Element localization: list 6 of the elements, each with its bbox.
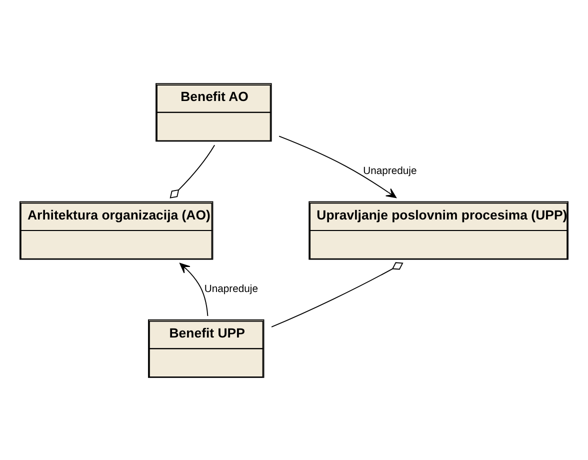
edge-label: Unapreduje xyxy=(204,284,258,295)
edge-label: Unapreduje xyxy=(363,166,417,177)
arrow xyxy=(180,262,208,316)
arrow xyxy=(278,135,396,198)
connector xyxy=(271,262,404,327)
connector xyxy=(170,144,216,198)
